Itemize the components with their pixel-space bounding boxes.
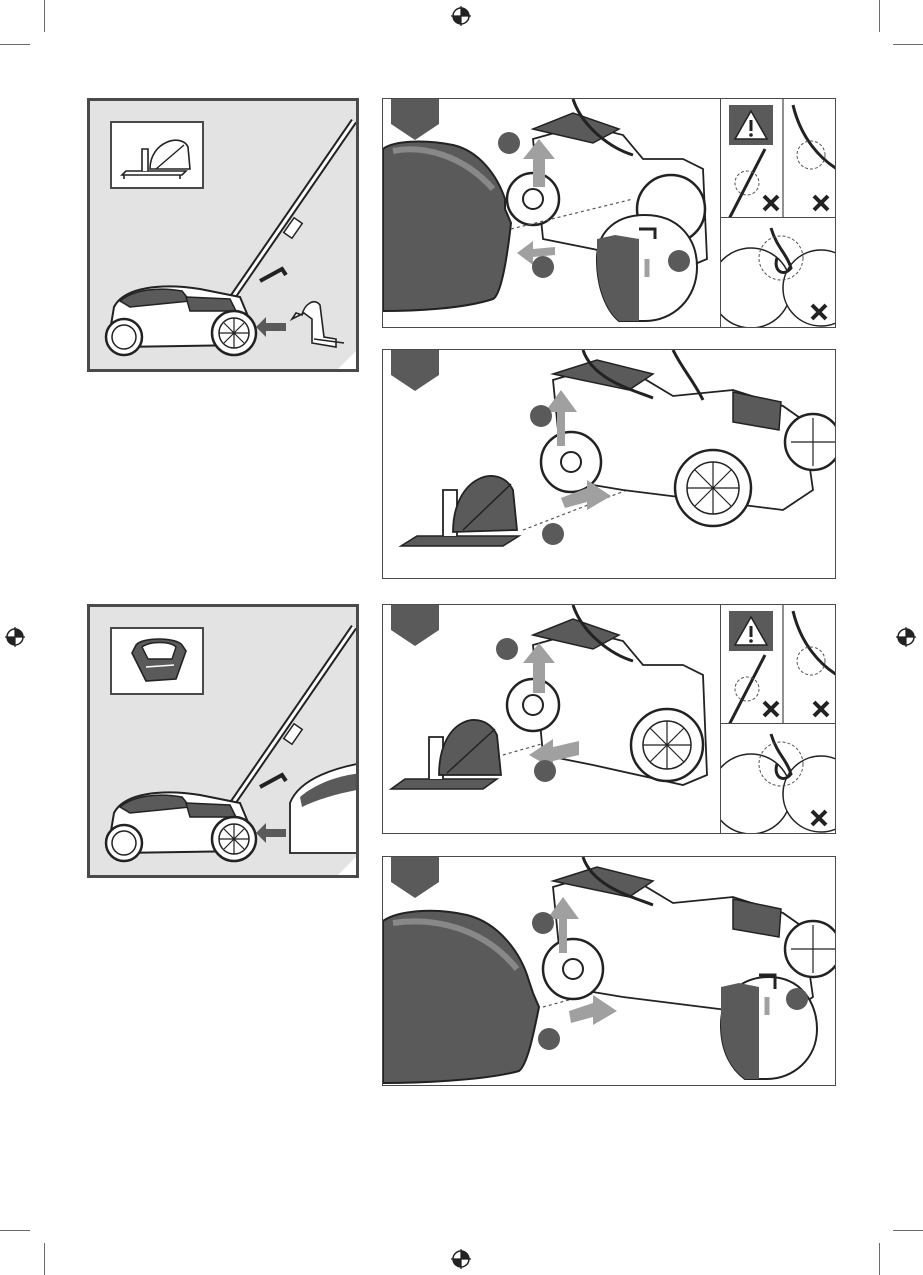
warning-panel-bottom xyxy=(720,723,836,834)
cross-icon xyxy=(761,699,781,719)
crop-mark xyxy=(893,44,923,45)
registration-mark-icon xyxy=(895,626,917,648)
warning-panel-top xyxy=(720,98,836,218)
registration-mark-icon xyxy=(450,1248,472,1270)
crop-mark xyxy=(893,1230,923,1231)
step-4-panel xyxy=(382,856,836,1086)
registration-mark-icon xyxy=(4,626,26,648)
step-2-panel xyxy=(382,349,836,579)
crop-mark xyxy=(0,1230,30,1231)
warning-panel-bottom xyxy=(720,217,836,328)
cross-icon xyxy=(809,302,829,322)
cross-icon xyxy=(761,193,781,213)
crop-mark xyxy=(44,0,45,32)
cross-icon xyxy=(809,808,829,828)
warning-panel-top xyxy=(720,604,836,724)
panel-corner-cut xyxy=(336,349,358,371)
crop-mark xyxy=(879,0,880,32)
panel-corner-cut xyxy=(336,855,358,877)
overview-panel-grassbox xyxy=(87,604,359,878)
step-3-panel xyxy=(382,604,722,834)
cross-icon xyxy=(811,193,831,213)
mower-overview-icon xyxy=(90,101,356,369)
mower-overview-icon xyxy=(90,607,356,875)
remove-mulch-plug-icon xyxy=(383,605,722,834)
step-1-panel xyxy=(382,98,722,328)
registration-mark-icon xyxy=(450,5,472,27)
crop-mark xyxy=(0,44,30,45)
insert-mulch-plug-icon xyxy=(383,350,836,579)
crop-mark xyxy=(879,1243,880,1275)
cross-icon xyxy=(811,699,831,719)
lift-flap-remove-box-icon xyxy=(383,99,722,328)
overview-panel-mulching xyxy=(87,98,359,372)
crop-mark xyxy=(44,1243,45,1275)
attach-grass-box-icon xyxy=(383,857,836,1086)
